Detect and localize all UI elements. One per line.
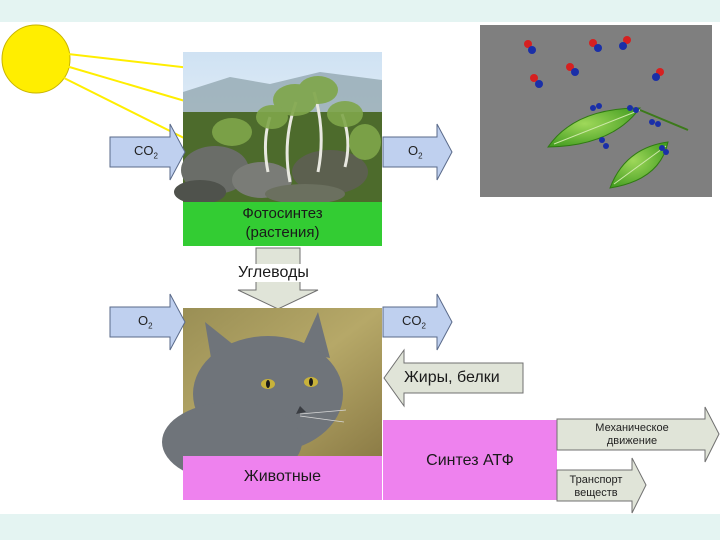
animals-label: Животные bbox=[183, 468, 382, 486]
transport-line2: веществ bbox=[557, 487, 635, 500]
fats-proteins-label: Жиры, белки bbox=[404, 369, 500, 387]
photosynthesis-label: Фотосинтез (растения) bbox=[183, 204, 382, 242]
forest-photo bbox=[174, 52, 382, 204]
atp-synthesis-label: Синтез АТФ bbox=[383, 452, 557, 470]
o2-input-label: O2 bbox=[138, 314, 153, 331]
cat-photo bbox=[162, 308, 382, 482]
slide: CO2 O2 Фотосинтез (растения) Углеводы O2… bbox=[0, 22, 720, 514]
carbohydrates-label: Углеводы bbox=[236, 264, 311, 282]
leaves-with-molecules bbox=[480, 25, 712, 197]
o2-output-label: O2 bbox=[408, 144, 423, 161]
mechanical-movement-label: Механическое движение bbox=[557, 422, 707, 448]
co2-output-label: CO2 bbox=[402, 314, 426, 331]
transport-line1: Транспорт bbox=[557, 474, 635, 487]
sun-icon bbox=[2, 25, 70, 93]
photosynthesis-label-line2: (растения) bbox=[183, 223, 382, 242]
photosynthesis-label-line1: Фотосинтез bbox=[183, 204, 382, 223]
co2-input-label: CO2 bbox=[134, 144, 158, 161]
mechanical-movement-line1: Механическое bbox=[557, 422, 707, 435]
mechanical-movement-line2: движение bbox=[557, 435, 707, 448]
transport-label: Транспорт веществ bbox=[557, 474, 635, 500]
